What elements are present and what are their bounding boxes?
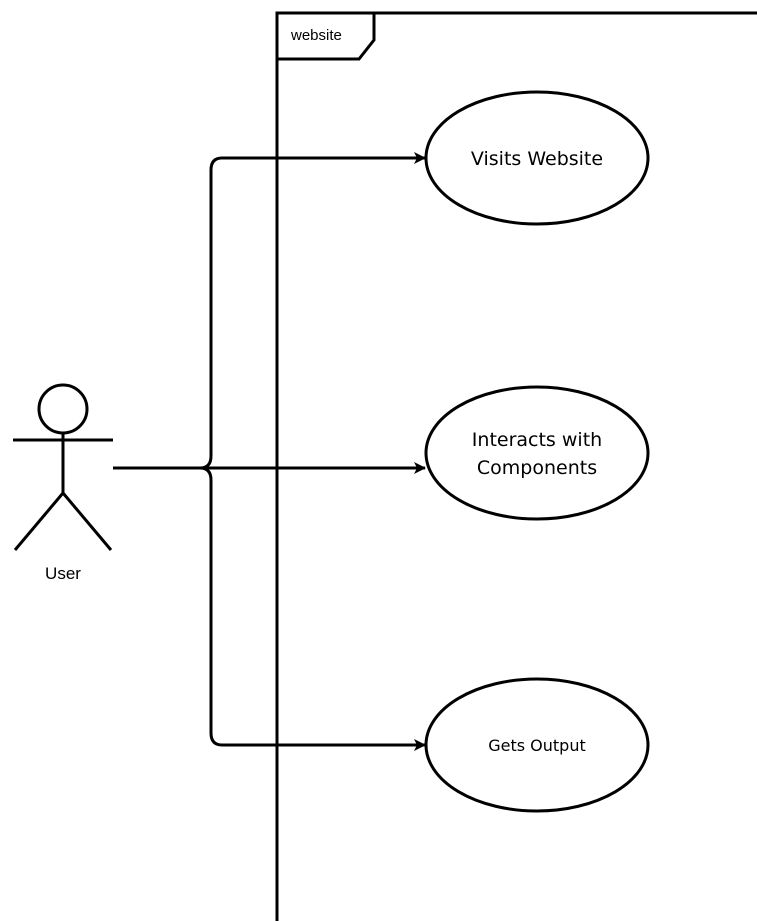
use-case-label: Interacts with [472,429,602,451]
use-case-shape [424,90,650,226]
actor-left-leg [13,492,65,551]
association-connectors [113,152,426,751]
system-boundary-label: website [290,27,342,44]
actor-label: User [45,564,81,583]
use-case-shape [424,677,650,813]
use-case-label-line-2: Components [477,457,597,479]
use-case-gets-output: Gets Output [424,677,650,813]
actor-user: User [13,383,113,583]
actor-head-icon [37,383,89,435]
use-case-label: Visits Website [471,148,603,170]
system-boundary-tab [277,11,376,61]
association-bracket [199,156,223,747]
system-boundary: website [275,11,757,921]
use-case-visits-website: Visits Website [424,90,650,226]
use-case-label: Gets Output [488,736,586,755]
actor-right-leg [61,492,113,551]
use-case-interacts-with-components: Interacts with Components [424,385,650,521]
use-case-shape [424,385,650,521]
